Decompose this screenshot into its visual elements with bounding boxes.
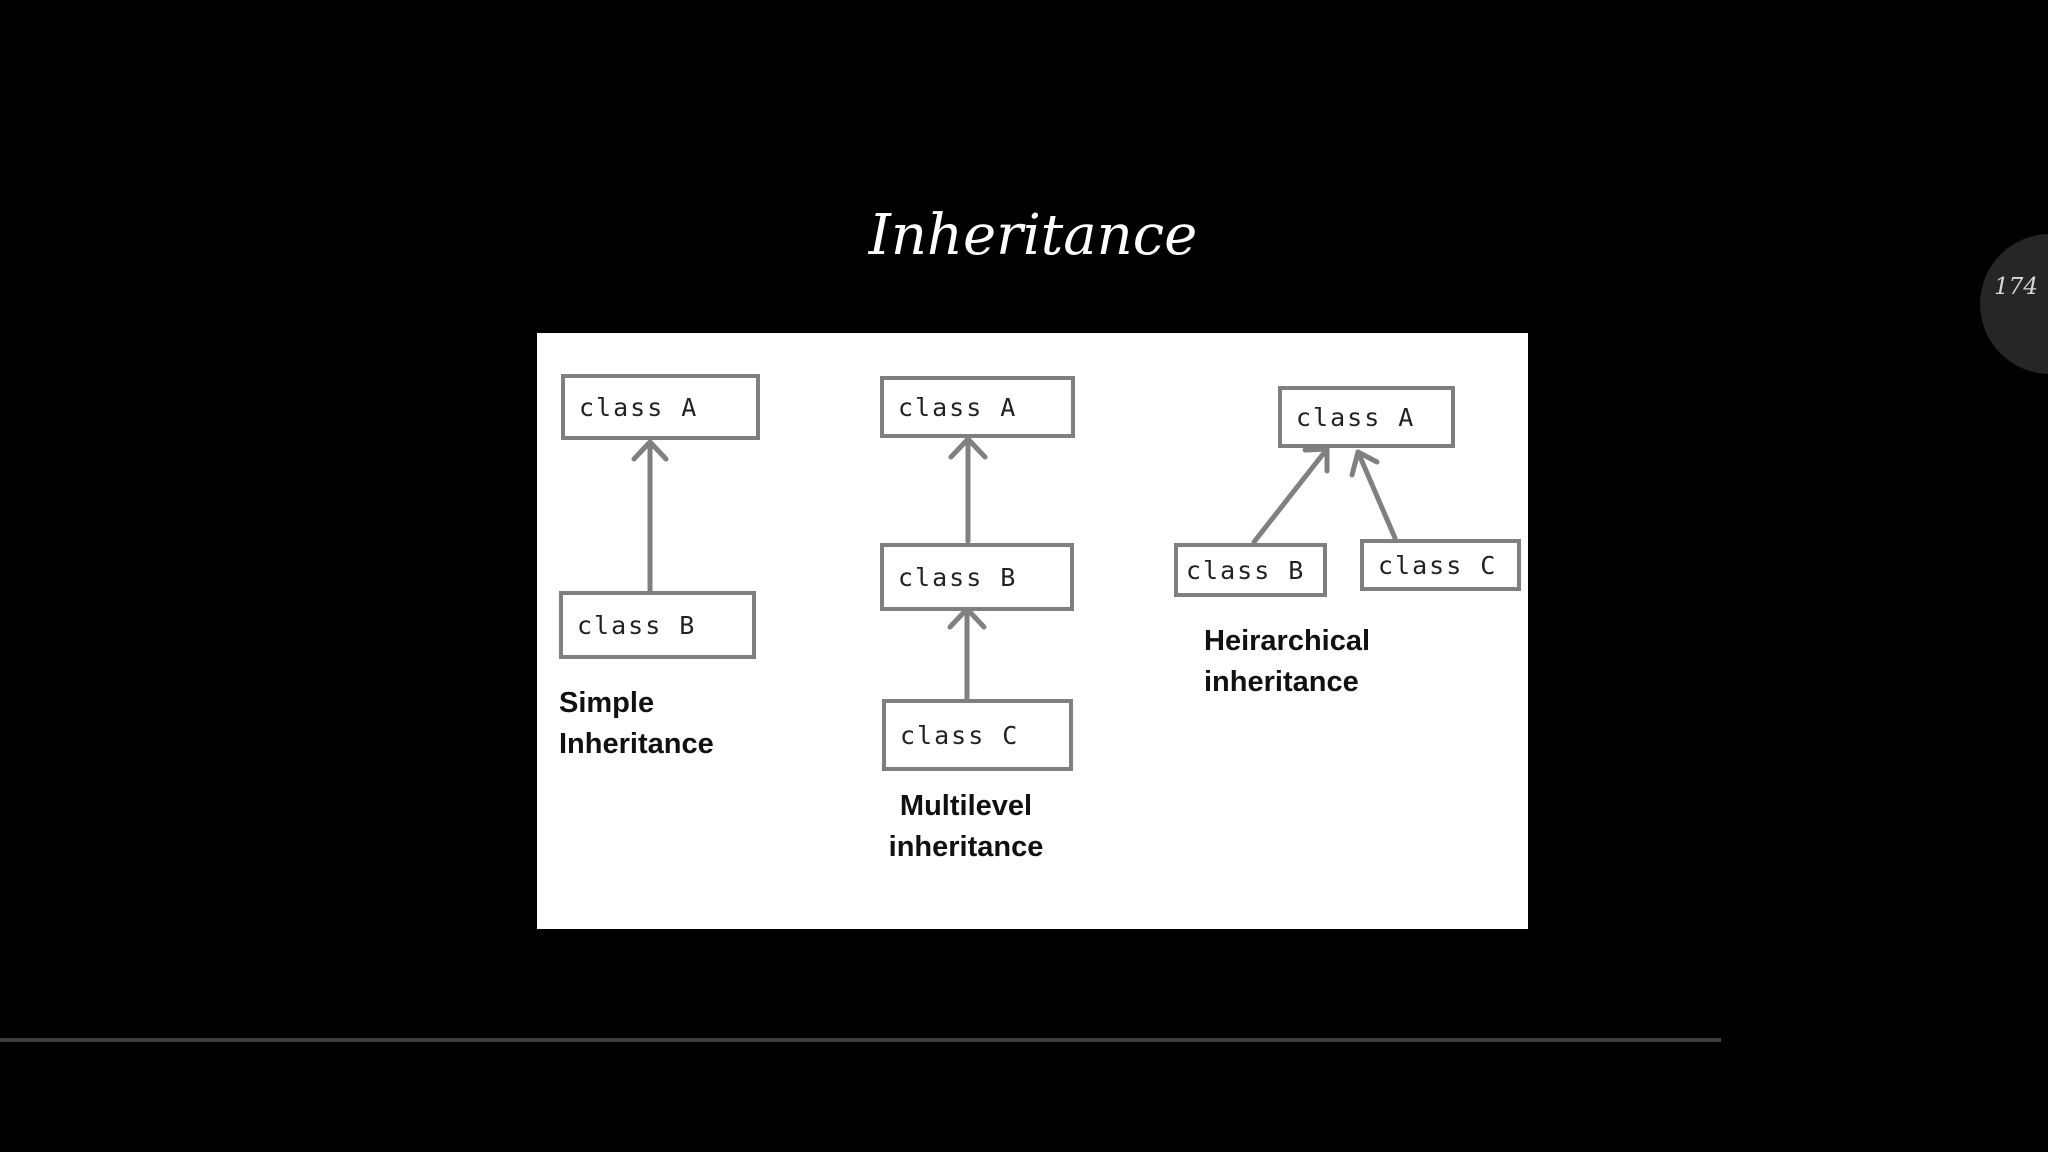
simple-inheritance-caption: Simple Inheritance <box>559 687 714 760</box>
hierarchical-inheritance-caption: Heirarchical inheritance <box>1204 625 1371 698</box>
hierarchical-arrow-c-to-a <box>1355 449 1398 541</box>
hierarchical-class-a-box: class A <box>1278 386 1455 448</box>
multilevel-class-a-box: class A <box>880 376 1075 438</box>
hierarchical-class-b-box: class B <box>1174 543 1327 597</box>
simple-class-a-box: class A <box>561 374 760 440</box>
multilevel-class-b-box: class B <box>880 543 1074 611</box>
page-number: 174 <box>1994 274 2038 300</box>
multilevel-class-c-box: class C <box>882 699 1073 771</box>
inheritance-diagram: class A class B Simple Inheritance class… <box>537 333 1528 929</box>
hierarchical-class-c-box: class C <box>1360 539 1521 591</box>
multilevel-inheritance-caption: Multilevel inheritance <box>888 790 1044 863</box>
diagram-arrows <box>631 436 1398 701</box>
hierarchical-arrow-b-to-a <box>1251 446 1330 545</box>
simple-class-b-box: class B <box>559 591 756 659</box>
footer-divider <box>0 1038 1721 1042</box>
multilevel-arrowhead-a <box>948 436 988 460</box>
simple-arrowhead <box>631 439 669 462</box>
hierarchical-arrowhead-c <box>1349 449 1380 478</box>
hierarchical-arrowhead-b <box>1302 446 1330 474</box>
slide-title: Inheritance <box>868 203 1198 268</box>
